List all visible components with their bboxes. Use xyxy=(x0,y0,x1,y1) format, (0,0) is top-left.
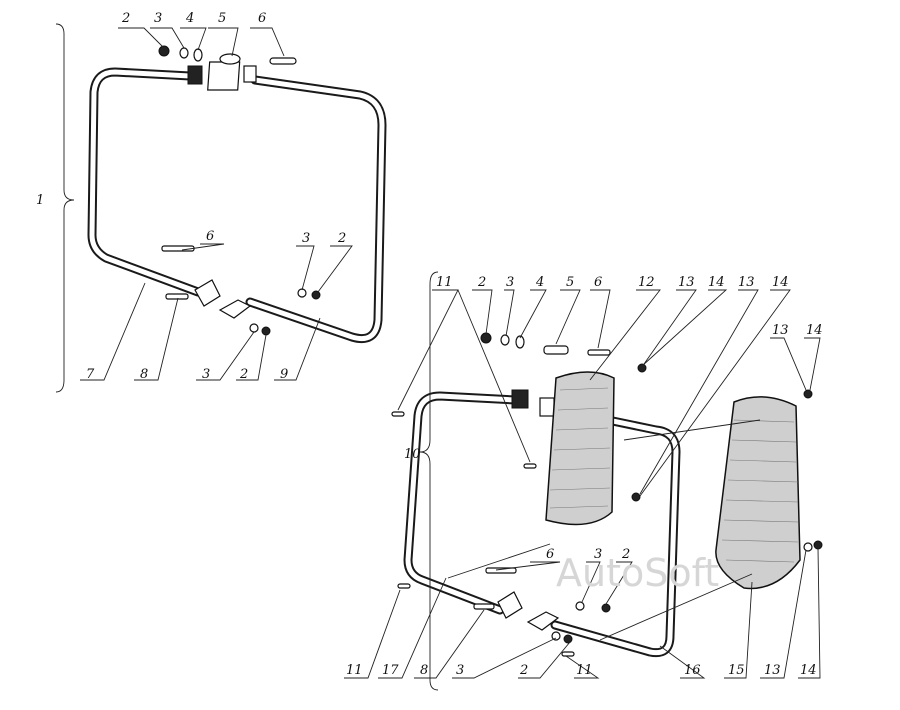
label-13-bottom: 13 xyxy=(764,663,781,678)
label-13-top: 13 xyxy=(678,275,695,290)
label-3-mid: 3 xyxy=(302,231,310,246)
upper-frame-tube xyxy=(87,67,387,344)
label-2-lower-top: 2 xyxy=(477,275,486,290)
label-10: 10 xyxy=(404,447,421,462)
label-9: 9 xyxy=(280,367,288,382)
label-3-lower-bottom: 3 xyxy=(456,663,464,678)
upper-washer-4 xyxy=(193,48,203,62)
upper-top-plate-left xyxy=(187,65,203,85)
upper-bottom-bracket-left xyxy=(194,279,221,307)
label-8: 8 xyxy=(140,367,148,382)
label-2-lower-mid: 2 xyxy=(621,547,630,562)
watermark: AutoSoft xyxy=(556,551,719,595)
label-3-top: 3 xyxy=(154,11,162,26)
label-14-top2: 14 xyxy=(772,275,789,290)
mirror-12-hatch xyxy=(549,387,611,509)
label-8-lower: 8 xyxy=(420,663,428,678)
upper-pin-6 xyxy=(269,57,297,65)
mirror-12 xyxy=(545,371,615,526)
label-11-bottom-left: 11 xyxy=(346,663,363,678)
label-6-top: 6 xyxy=(258,11,266,26)
label-3-lower-top: 3 xyxy=(506,275,514,290)
mirror-15 xyxy=(715,396,801,590)
mirror-15-hatch xyxy=(721,419,799,563)
label-7: 7 xyxy=(86,367,95,382)
label-13-top2: 13 xyxy=(738,275,755,290)
label-1: 1 xyxy=(36,193,44,208)
label-4-top: 4 xyxy=(185,11,194,26)
label-5-lower-top: 5 xyxy=(566,275,574,290)
label-2-mid: 2 xyxy=(337,231,346,246)
label-14-right: 14 xyxy=(806,323,823,338)
label-11-bottom: 11 xyxy=(576,663,593,678)
label-2-bottom: 2 xyxy=(239,367,248,382)
label-6-lower-mid: 6 xyxy=(546,547,554,562)
upper-bolt-6 xyxy=(161,245,195,252)
upper-washer-3b xyxy=(297,288,307,298)
upper-nut-2 xyxy=(158,45,170,57)
upper-top-sleeve xyxy=(219,53,241,65)
label-13-right: 13 xyxy=(772,323,789,338)
label-15: 15 xyxy=(728,663,745,678)
upper-frame-assembly xyxy=(87,45,387,344)
label-2-top: 2 xyxy=(121,11,130,26)
label-14-bottom: 14 xyxy=(800,663,817,678)
label-11-top: 11 xyxy=(436,275,453,290)
upper-leader-lines xyxy=(55,23,353,393)
lower-leader-lines xyxy=(344,271,821,691)
label-5-top: 5 xyxy=(218,11,226,26)
label-4-lower-top: 4 xyxy=(535,275,544,290)
label-2-lower-bottom: 2 xyxy=(519,663,528,678)
label-6-lower-top: 6 xyxy=(594,275,602,290)
lower-frame-assembly xyxy=(391,332,823,658)
lower-top-bracket xyxy=(511,389,529,409)
label-12: 12 xyxy=(638,275,655,290)
upper-nut-2b xyxy=(311,290,321,300)
upper-top-bracket xyxy=(207,61,241,91)
label-3-bottom: 3 xyxy=(202,367,210,382)
label-3-lower-mid: 3 xyxy=(594,547,602,562)
label-17: 17 xyxy=(382,663,399,678)
label-6-mid: 6 xyxy=(206,229,214,244)
label-14-top: 14 xyxy=(708,275,725,290)
label-16: 16 xyxy=(684,663,701,678)
upper-bottom-bracket-right xyxy=(218,299,252,319)
upper-bolt-8 xyxy=(165,293,189,300)
upper-washer-3 xyxy=(179,47,189,59)
